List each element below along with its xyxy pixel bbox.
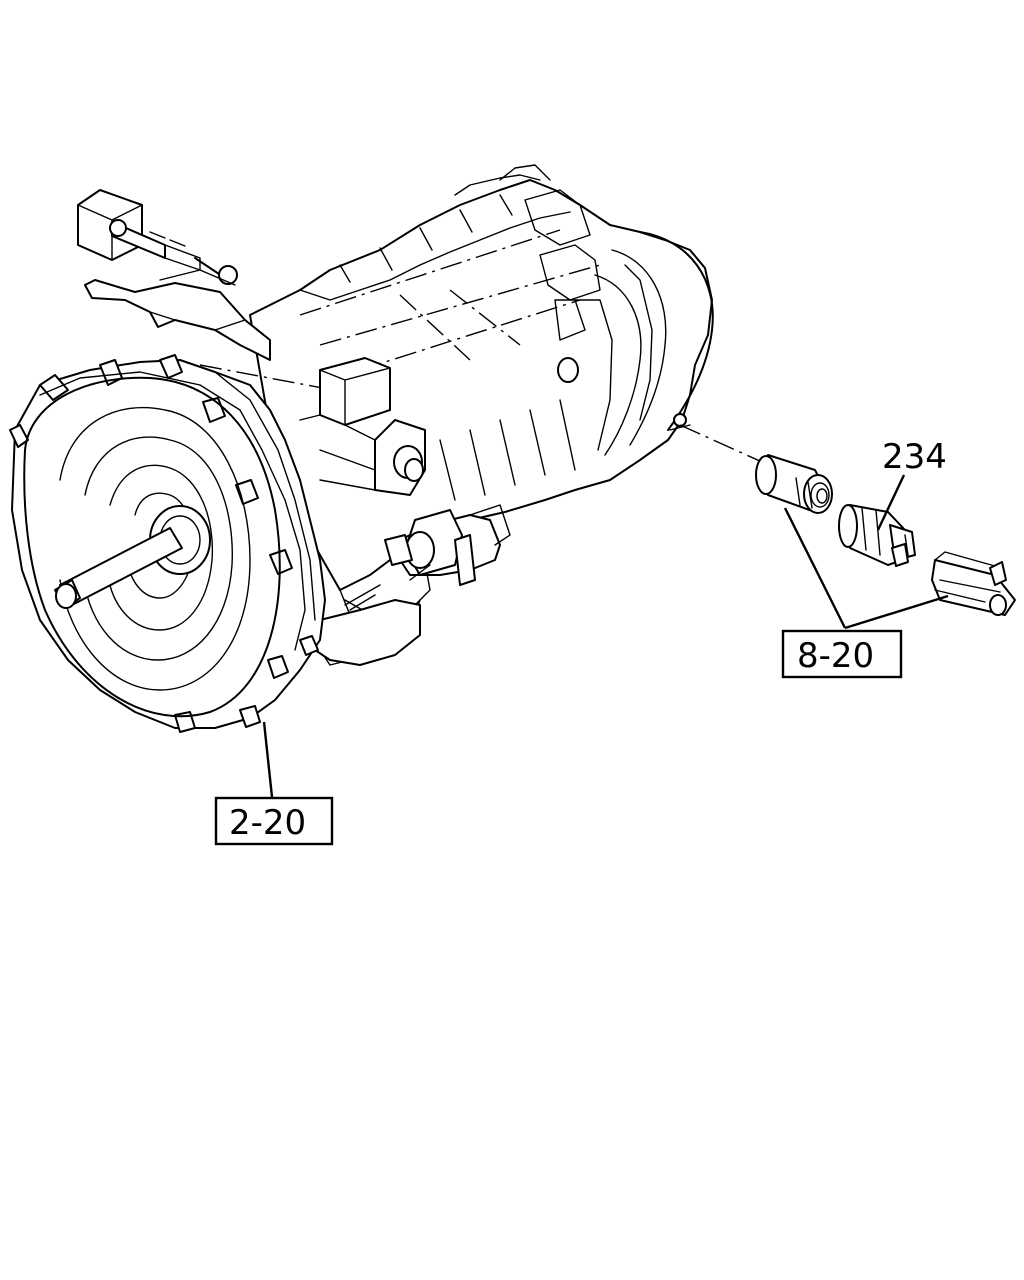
callout-2-20[interactable]: 2-20 [214, 721, 334, 846]
sensor-parts [679, 424, 1016, 616]
callout-234: 234 [876, 437, 947, 531]
part-number-label: 234 [882, 437, 947, 477]
ref-label-8-20[interactable]: 8-20 [797, 636, 874, 676]
ref-box-8-20[interactable] [781, 629, 903, 679]
rear-cover [639, 231, 714, 431]
shift-linkage [77, 189, 271, 361]
centerline [679, 424, 763, 463]
leader-line-8-20-a [783, 507, 847, 629]
shift-lever [84, 279, 271, 361]
leader-line-8-20-b [844, 594, 949, 630]
sensor-adapter [755, 454, 833, 514]
slave-cylinder [344, 504, 511, 611]
ref-box-2-20[interactable] [214, 796, 334, 846]
transmission-assembly [199, 164, 714, 666]
leader-line-234 [876, 474, 906, 531]
ref-label-2-20[interactable]: 2-20 [229, 803, 306, 843]
pressure-switch [838, 504, 916, 567]
connector-bracket [931, 551, 1016, 616]
callout-8-20[interactable]: 8-20 [781, 507, 949, 679]
leader-line-2-20 [262, 721, 274, 798]
bell-housing [9, 354, 326, 733]
